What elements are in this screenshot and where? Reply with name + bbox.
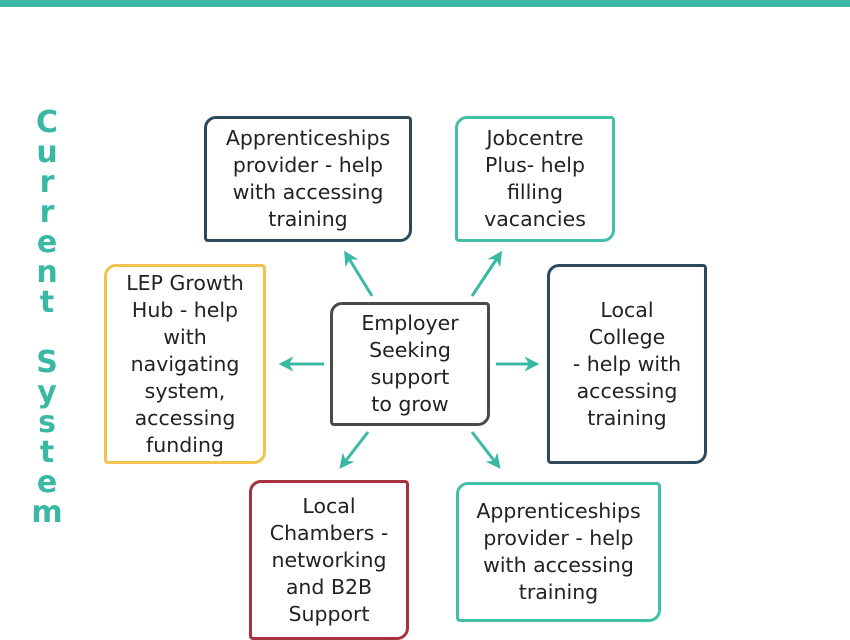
side-title-letter: t xyxy=(39,285,55,320)
side-title-letter: e xyxy=(36,225,58,260)
side-title-letter: s xyxy=(38,405,56,440)
arrows-layer xyxy=(278,250,540,469)
side-title-letter: r xyxy=(39,195,55,230)
side-title-letter: n xyxy=(36,255,58,290)
side-title-letter: m xyxy=(31,495,63,530)
arrow-to-apprenticeships-bottom xyxy=(470,431,501,469)
side-title-letter: y xyxy=(37,375,57,410)
node-apprenticeships-bottom: Apprenticeships provider - help with acc… xyxy=(456,482,661,622)
top-accent-bar xyxy=(0,0,850,7)
side-title-letter: C xyxy=(35,105,59,140)
side-title-letter: t xyxy=(39,435,55,470)
node-local-college: Local College - help with accessing trai… xyxy=(547,264,707,464)
side-title-letter: S xyxy=(36,345,58,380)
node-jobcentre: Jobcentre Plus- help filling vacancies xyxy=(455,116,615,242)
node-employer-center: Employer Seeking support to grow xyxy=(330,302,490,426)
node-lep-growth-hub: LEP Growth Hub - help with navigating sy… xyxy=(104,264,266,464)
side-title-letter: r xyxy=(39,165,55,200)
arrow-to-jobcentre xyxy=(470,250,503,297)
arrow-to-chambers xyxy=(339,431,370,469)
arrow-to-apprenticeships-top xyxy=(344,250,374,297)
node-apprenticeships-top: Apprenticeships provider - help with acc… xyxy=(204,116,412,242)
side-title-letter: u xyxy=(36,135,58,170)
side-title-letter: e xyxy=(36,465,58,500)
